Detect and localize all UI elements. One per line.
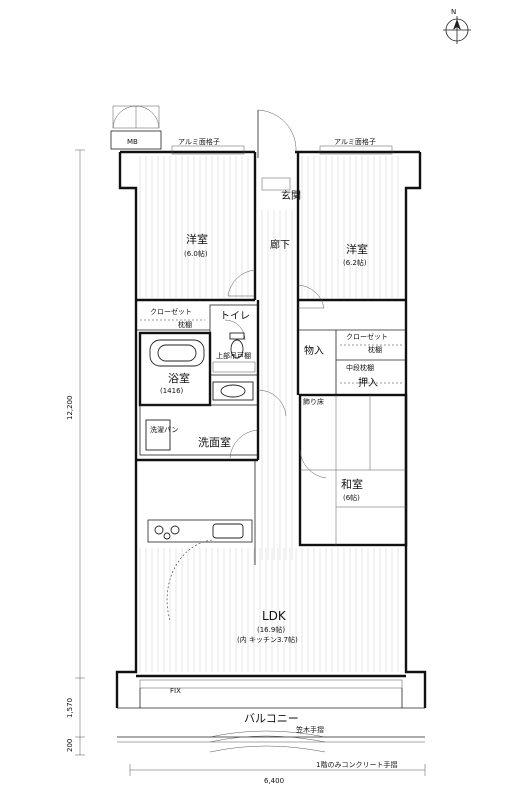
stove (154, 525, 180, 540)
bathtub (149, 339, 205, 367)
toilet-cabinet (212, 361, 256, 373)
closet-2-label: クローゼット (346, 332, 388, 341)
oshiire-label: 押入 (358, 376, 378, 389)
upper-cabinet-label: 上部吊戸棚 (216, 351, 251, 360)
closet-1-sub: 枕棚 (178, 320, 192, 329)
meter-box (110, 105, 162, 150)
kitchen-sink (212, 523, 244, 539)
balcony-label: バルコニー (244, 712, 299, 725)
closet-details (140, 319, 402, 384)
aluminum-rail-right: アルミ面格子 (334, 137, 376, 146)
middle-shelf-label: 中段枕棚 (346, 363, 374, 372)
fix-label: FIX (170, 687, 181, 695)
toilet-fixture (229, 332, 245, 359)
dim-total-width: 6,400 (264, 777, 284, 785)
balcony-structure (117, 679, 425, 753)
mb-label: MB (127, 138, 138, 146)
entrance-door (257, 109, 297, 191)
bathroom-size: (1416) (160, 387, 184, 395)
north-label: N (451, 8, 456, 16)
ldk-note: (内 キッチン3.7帖) (237, 635, 298, 644)
tatami-lines (300, 395, 406, 545)
dim-total-depth: 12,200 (66, 396, 74, 421)
closet-1-label: クローゼット (150, 307, 192, 316)
entrance-label: 玄関 (281, 189, 301, 202)
aluminum-rail-left: アルミ面格子 (178, 137, 220, 146)
dim-balcony-depth: 1,570 (66, 698, 74, 718)
ldk-size: (16.9帖) (257, 625, 285, 634)
hallway-label: 廊下 (270, 238, 290, 251)
door-swings (166, 269, 327, 621)
storage-label: 物入 (304, 344, 324, 357)
north-arrow-icon (443, 16, 471, 44)
concrete-note: 1階のみコンクリート手摺 (316, 760, 397, 769)
interior-walls (136, 152, 408, 565)
washer-pan (145, 419, 171, 451)
japanese-room-name: 和室 (341, 477, 363, 491)
western-room-2-name: 洋室 (346, 242, 368, 256)
washbasin (212, 381, 254, 401)
western-room-1-name: 洋室 (186, 232, 208, 246)
toilet-label: トイレ (220, 311, 250, 322)
washer-pan-label: 洗濯パン (150, 425, 178, 434)
ldk-name: LDK (262, 609, 287, 623)
decorative-floor-label: 飾り床 (303, 397, 324, 406)
rail-note: 笠木手摺 (296, 725, 324, 734)
washroom-label: 洗面室 (198, 435, 231, 449)
japanese-room-size: (6帖) (343, 493, 360, 502)
dimension-lines (75, 149, 426, 776)
closet-2-sub: 枕棚 (368, 345, 382, 354)
western-room-1-size: (6.0帖) (184, 249, 208, 258)
dim-bottom-small: 200 (66, 739, 74, 752)
window-grilles (171, 145, 393, 155)
western-room-2-size: (6.2帖) (343, 258, 367, 267)
floor-texture (139, 156, 399, 672)
bathroom-name: 浴室 (168, 371, 190, 385)
